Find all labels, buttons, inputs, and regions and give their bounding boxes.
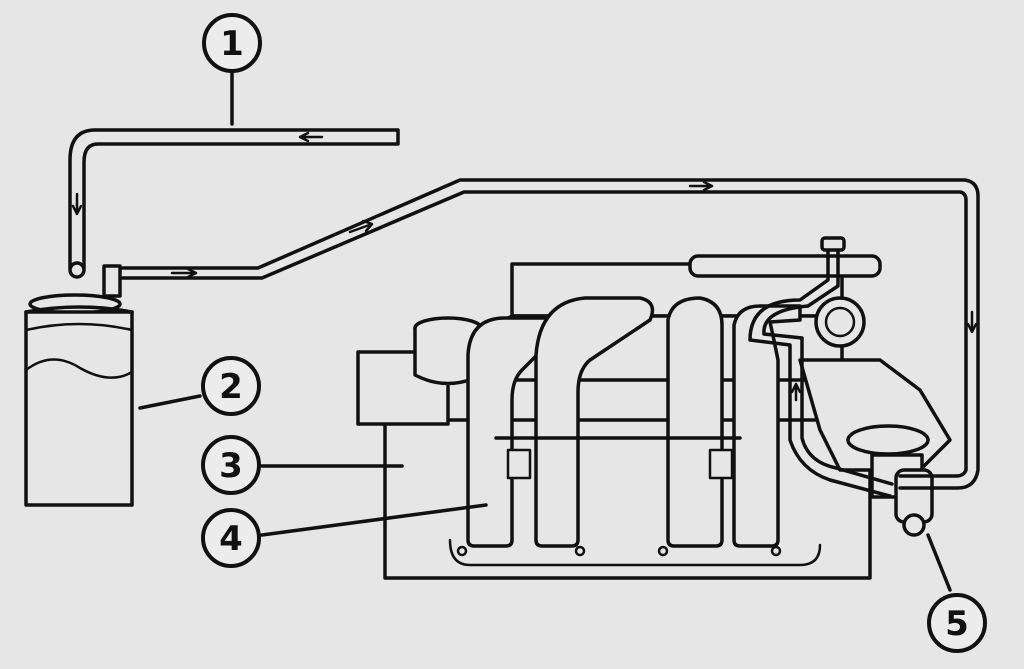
flow-arrow-icon xyxy=(170,267,198,279)
callout-1: 1 xyxy=(202,13,262,73)
fuel-supply-line xyxy=(102,178,980,490)
fuel-tank xyxy=(24,293,134,507)
flow-arrow-icon xyxy=(71,192,83,216)
regulator-hose xyxy=(748,236,894,498)
fuel-return-line xyxy=(68,128,400,279)
callout-2: 2 xyxy=(201,356,261,416)
flow-arrow-icon xyxy=(348,219,374,234)
oil-filler-cap xyxy=(413,316,483,386)
flow-arrows xyxy=(71,131,978,402)
callout-5-label: 5 xyxy=(945,604,969,644)
callout-1-label: 1 xyxy=(220,24,244,64)
fuel-pressure-regulator xyxy=(894,468,934,537)
callout-4-label: 4 xyxy=(219,519,243,559)
callout-5: 5 xyxy=(927,593,987,653)
throttle-assembly xyxy=(688,254,952,499)
leader-lines xyxy=(138,70,952,592)
callout-3: 3 xyxy=(201,435,261,495)
flow-arrow-icon xyxy=(298,131,324,143)
callout-4: 4 xyxy=(201,508,261,568)
intake-manifold xyxy=(466,296,802,548)
flow-arrow-icon xyxy=(966,310,978,334)
callout-3-label: 3 xyxy=(219,446,243,486)
flow-arrow-icon xyxy=(790,382,802,402)
callout-2-label: 2 xyxy=(219,367,243,407)
flow-arrow-icon xyxy=(688,180,714,192)
